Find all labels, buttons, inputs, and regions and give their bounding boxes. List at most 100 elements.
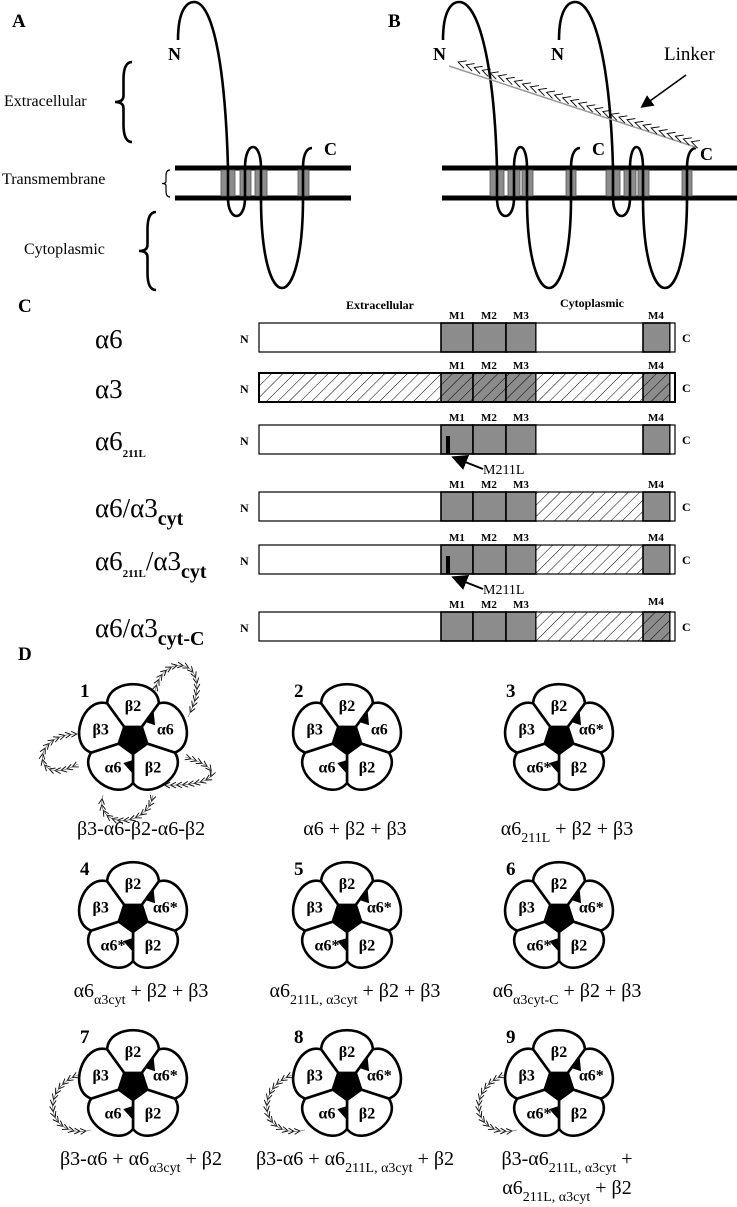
panel-b: B N N C C Linker	[388, 0, 737, 289]
linker-chevron	[473, 65, 483, 74]
pentamer-caption: β3-α6-β2-α6-β2	[77, 818, 205, 840]
linker-chevron	[674, 134, 684, 143]
linker-chevron	[666, 131, 676, 140]
subunit	[503, 701, 552, 754]
construct-name-part: 211L	[123, 448, 146, 460]
binding-site-arrowhead	[359, 888, 370, 904]
segment-label-m4: M4	[648, 596, 664, 608]
segment-tail	[669, 611, 676, 642]
transmembrane-segments	[489, 169, 693, 197]
pentamer-caption: β3-α6211L, α3cyt +	[501, 1148, 632, 1176]
segment-m3-hatch	[505, 372, 537, 403]
pentamer-number: 3	[506, 681, 516, 702]
linker-chevron	[537, 87, 548, 96]
channel-pore	[117, 904, 149, 933]
pentamer-number: 8	[294, 1027, 304, 1048]
segment-m3	[505, 322, 537, 353]
linker-chevron	[457, 60, 467, 69]
segment-ext	[258, 322, 442, 353]
subunit-label: β2	[339, 698, 355, 715]
subunit-label: α6	[157, 721, 174, 738]
binding-site-arrowhead	[337, 760, 347, 774]
linker-chevron	[38, 752, 46, 760]
linker-chevron	[553, 93, 564, 102]
subunit-label: β2	[125, 876, 141, 893]
c-terminus-label-2: C	[700, 144, 713, 164]
segment-label-m4: M4	[648, 479, 664, 491]
construct-name-part: cyt	[158, 508, 184, 530]
construct-bar-outline	[258, 544, 676, 575]
subunit-label: β3	[306, 721, 322, 738]
linker-path	[102, 795, 153, 821]
linker-chevron	[489, 71, 499, 80]
linker-chevron	[626, 118, 636, 127]
segment-m2	[472, 491, 507, 522]
caption-part: 211L, α3cyt	[549, 1161, 617, 1176]
caption-part: α3cyt-C	[513, 993, 558, 1008]
caption-part: α3cyt	[94, 993, 126, 1008]
construct-name-part: cyt-C	[158, 628, 205, 650]
subunit-label: β3	[518, 1067, 534, 1084]
segment-label-m2: M2	[481, 599, 497, 611]
linker-chevron	[658, 129, 668, 138]
panel-label-c: C	[18, 296, 32, 317]
c-terminus-label: C	[682, 553, 691, 567]
subunit-label: α6*	[367, 899, 392, 916]
linker-chevron	[497, 74, 507, 83]
subunit	[291, 701, 340, 754]
construct-name-part: α6	[95, 324, 123, 354]
segment-label-m1: M1	[449, 412, 465, 424]
caption-part: + β2 + β3	[358, 980, 441, 1002]
binding-site-arrowhead	[123, 1106, 133, 1120]
channel-pore	[117, 726, 149, 755]
segment-tail	[669, 491, 676, 522]
linker-chevrons-path	[455, 61, 698, 144]
segment-m4	[642, 544, 671, 575]
binding-site-arrowhead	[549, 938, 559, 952]
segment-label-m3: M3	[513, 532, 529, 544]
subunit-label: β2	[359, 938, 375, 955]
channel-pore	[331, 1072, 363, 1101]
subunit-label: α6*	[527, 760, 552, 777]
linker-chevron	[593, 107, 604, 116]
n-terminus-label-1: N	[433, 44, 446, 64]
subunit-label: β3	[518, 899, 534, 916]
segment-label-m1: M1	[449, 360, 465, 372]
segment-label-m3: M3	[513, 599, 529, 611]
subunit	[77, 879, 126, 932]
binding-site-arrowhead	[571, 710, 582, 726]
segment-m3	[505, 491, 537, 522]
segment-m4-hatch	[642, 372, 671, 403]
subunit-label: β2	[571, 938, 587, 955]
segment-ext	[258, 611, 442, 642]
construct-name: α3	[95, 374, 123, 404]
construct-name-part: /α3	[146, 546, 181, 576]
c-terminus-label: C	[682, 381, 691, 395]
c-terminus-label: C	[682, 620, 691, 634]
subunit	[77, 1047, 126, 1100]
segment-tail	[669, 322, 676, 353]
caption-part: β3-α6 + α6	[256, 1148, 345, 1170]
mutation-marker	[446, 556, 450, 574]
subunit-polypeptide-2	[557, 0, 697, 289]
linker-chevron	[610, 112, 620, 121]
segment-label-m1: M1	[449, 479, 465, 491]
subunit	[291, 879, 340, 932]
construct-name: α6211L	[95, 426, 146, 460]
subunit-label: β2	[125, 698, 141, 715]
linker-chevrons	[457, 60, 700, 149]
linker-chevron	[561, 96, 572, 105]
channel-pore	[331, 904, 363, 933]
construct-name: α6/α3cyt	[95, 493, 184, 530]
mutation-label: M211L	[483, 583, 524, 598]
construct-bar-outline	[258, 424, 676, 455]
linker-chevron	[690, 140, 700, 149]
panel-label-b: B	[388, 11, 401, 32]
construct-name: α6/α3cyt-C	[95, 613, 204, 650]
subunit-label: β2	[551, 698, 567, 715]
